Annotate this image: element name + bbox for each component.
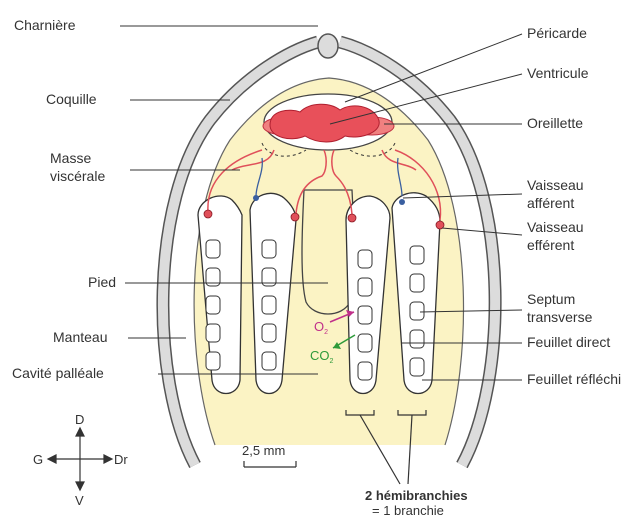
label-afferent-line2: afférent xyxy=(527,195,574,211)
label-efferent-line1: Vaisseau xyxy=(527,219,584,235)
label-pied: Pied xyxy=(88,274,116,290)
label-coquille: Coquille xyxy=(46,91,97,107)
label-cavite: Cavité palléale xyxy=(12,365,104,381)
label-feuillet-reflechi: Feuillet réfléchi xyxy=(527,371,621,387)
label-ventricule: Ventricule xyxy=(527,65,589,81)
hinge xyxy=(318,34,338,58)
label-manteau: Manteau xyxy=(53,329,107,345)
caption-line1: 2 hémibranchies xyxy=(365,488,468,503)
scale-label: 2,5 mm xyxy=(242,443,285,458)
label-septum-line2: transverse xyxy=(527,309,593,325)
label-efferent-line2: efférent xyxy=(527,237,574,253)
scale-bar xyxy=(244,461,296,467)
label-septum-line1: Septum xyxy=(527,291,575,307)
label-masse-line2: viscérale xyxy=(50,168,105,184)
ventricule xyxy=(270,104,379,142)
compass-right: Dr xyxy=(114,452,128,467)
compass-left: G xyxy=(33,452,43,467)
orientation-compass xyxy=(48,428,112,490)
label-charniere: Charnière xyxy=(14,17,76,33)
label-feuillet-direct: Feuillet direct xyxy=(527,334,610,350)
caption-line2: = 1 branchie xyxy=(372,503,444,518)
label-pericarde: Péricarde xyxy=(527,25,587,41)
label-oreillette: Oreillette xyxy=(527,115,583,131)
label-afferent-line1: Vaisseau xyxy=(527,177,584,193)
compass-dorsal: D xyxy=(75,412,84,427)
compass-ventral: V xyxy=(75,493,84,508)
label-masse-line1: Masse xyxy=(50,150,91,166)
